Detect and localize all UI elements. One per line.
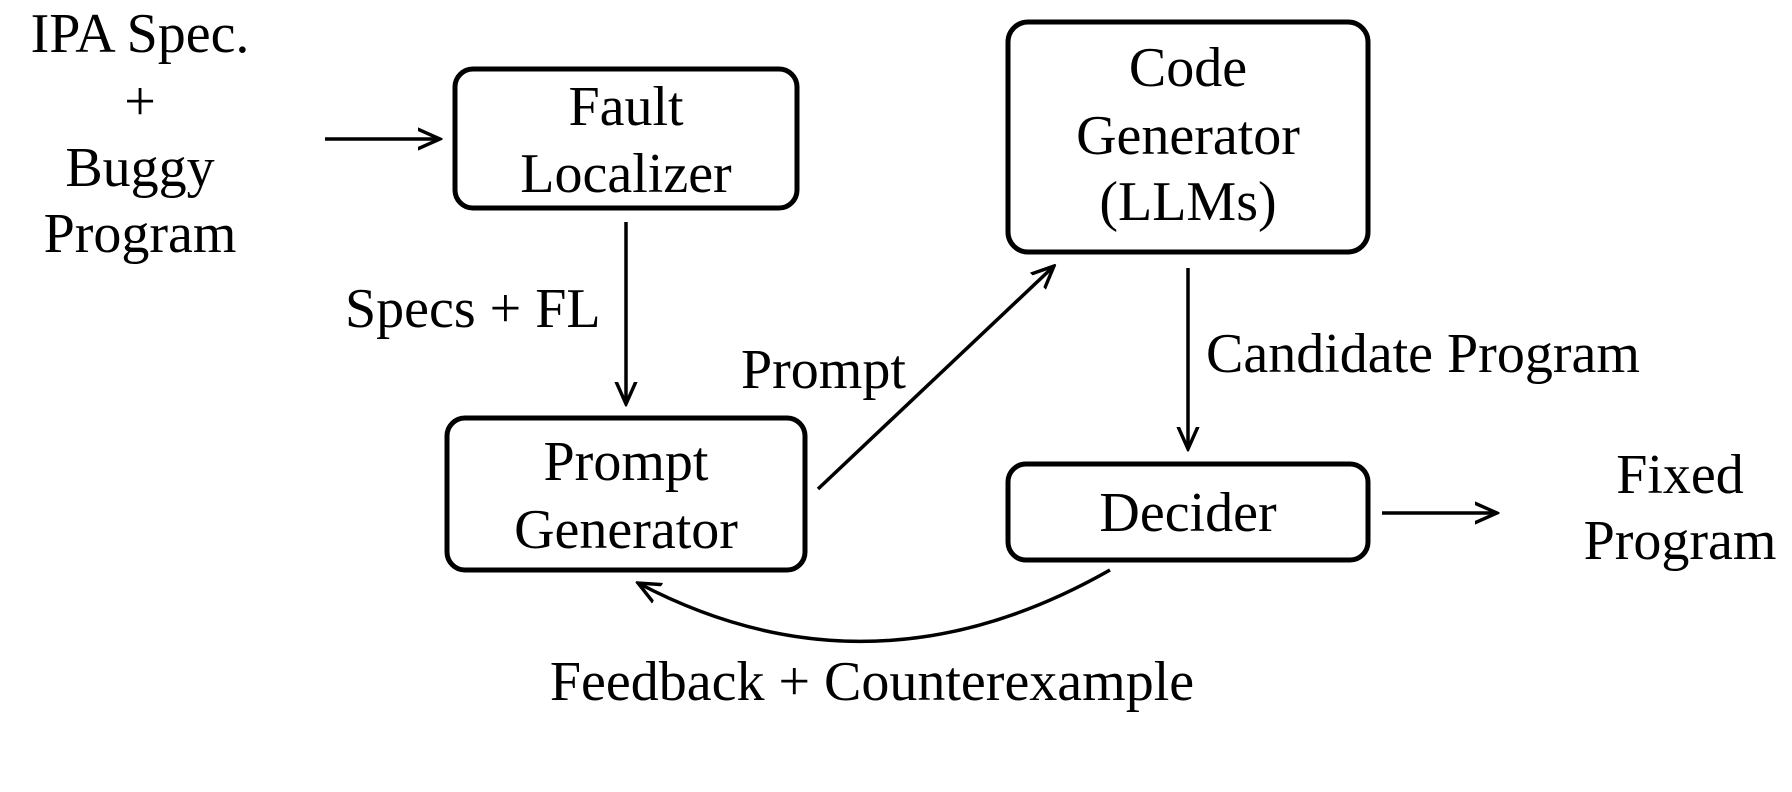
- prompt-generator-box: [444, 415, 808, 573]
- code-generator-line-3: (LLMs): [1099, 171, 1276, 233]
- arrow-decider-feedback-to-prompt-generator: [638, 568, 1111, 644]
- label-feedback-counterexample: Feedback + Counterexample: [550, 651, 1194, 713]
- code-generator-node: Code Generator (LLMs): [1005, 19, 1371, 255]
- code-generator-box: [1005, 19, 1371, 255]
- input-line-1: IPA Spec.: [31, 3, 250, 65]
- fault-localizer-node: Fault Localizer: [452, 66, 800, 211]
- input-line-2: +: [124, 71, 156, 133]
- label-specs-fl: Specs + FL: [345, 278, 601, 340]
- decider-box: [1005, 461, 1371, 563]
- input-line-4: Program: [44, 203, 237, 265]
- prompt-generator-node: Prompt Generator: [444, 415, 808, 573]
- label-candidate-program: Candidate Program: [1206, 323, 1640, 385]
- output-block: Fixed Program: [1584, 444, 1777, 572]
- input-line-3: Buggy: [65, 137, 214, 199]
- label-prompt: Prompt: [741, 339, 906, 401]
- fault-localizer-box: [452, 66, 800, 211]
- arrow-prompt-generator-to-code-generator: [816, 266, 1054, 491]
- decider-line-1: Decider: [1099, 482, 1277, 544]
- output-line-2: Program: [1584, 510, 1777, 572]
- fault-localizer-line-2: Localizer: [520, 143, 732, 205]
- prompt-generator-line-2: Generator: [514, 499, 738, 561]
- prompt-generator-line-1: Prompt: [544, 431, 709, 493]
- output-line-1: Fixed: [1616, 444, 1744, 506]
- code-generator-line-1: Code: [1129, 37, 1247, 99]
- fault-localizer-line-1: Fault: [568, 76, 684, 138]
- code-generator-line-2: Generator: [1076, 105, 1300, 167]
- decider-node: Decider: [1005, 461, 1371, 563]
- input-block: IPA Spec. + Buggy Program: [31, 3, 250, 265]
